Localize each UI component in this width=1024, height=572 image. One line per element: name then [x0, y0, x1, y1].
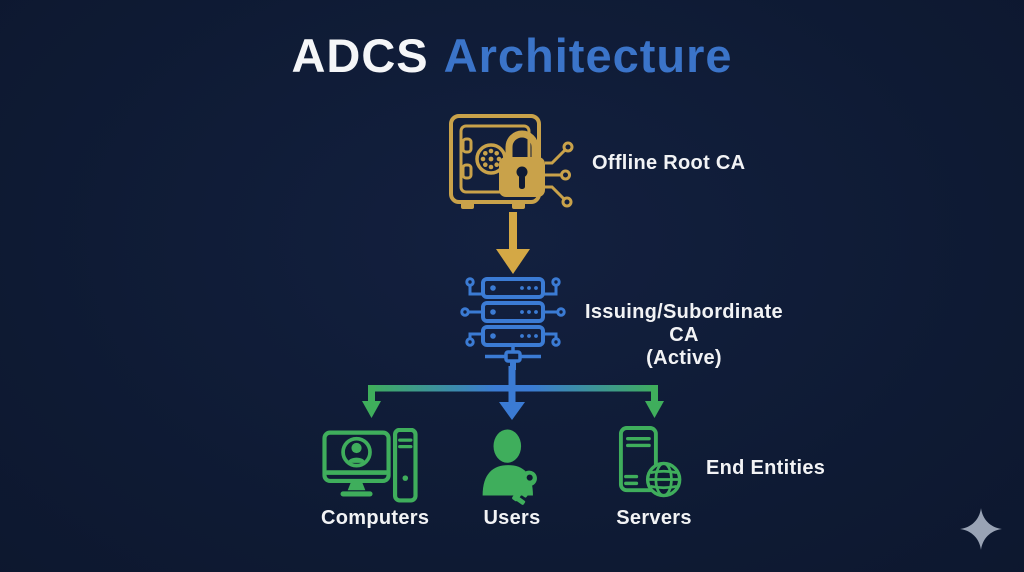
computers-label: Computers	[321, 507, 430, 529]
title-architecture: Architecture	[443, 29, 733, 82]
issuing-ca-label-line1: Issuing/Subordinate CA	[585, 301, 783, 346]
branch-arrows-icon	[362, 366, 664, 422]
issuing-ca-label-line2: (Active)	[646, 347, 722, 369]
vault-lock-icon	[448, 113, 576, 213]
server-globe-icon	[618, 426, 686, 498]
sparkle-icon	[958, 506, 1004, 552]
server-rack-circuit-icon	[460, 276, 566, 370]
servers-label: Servers	[616, 507, 692, 529]
offline-root-ca-label: Offline Root CA	[592, 152, 746, 174]
end-entities-label: End Entities	[706, 457, 826, 479]
issuing-ca-label: Issuing/Subordinate CA (Active)	[572, 301, 796, 370]
title-adcs: ADCS	[291, 29, 429, 82]
computer-workstation-icon	[320, 428, 420, 506]
page-title: ADCS Architecture	[0, 30, 1024, 82]
user-key-icon	[478, 429, 548, 505]
gold-down-arrow-icon	[493, 212, 533, 276]
users-label: Users	[483, 507, 541, 529]
